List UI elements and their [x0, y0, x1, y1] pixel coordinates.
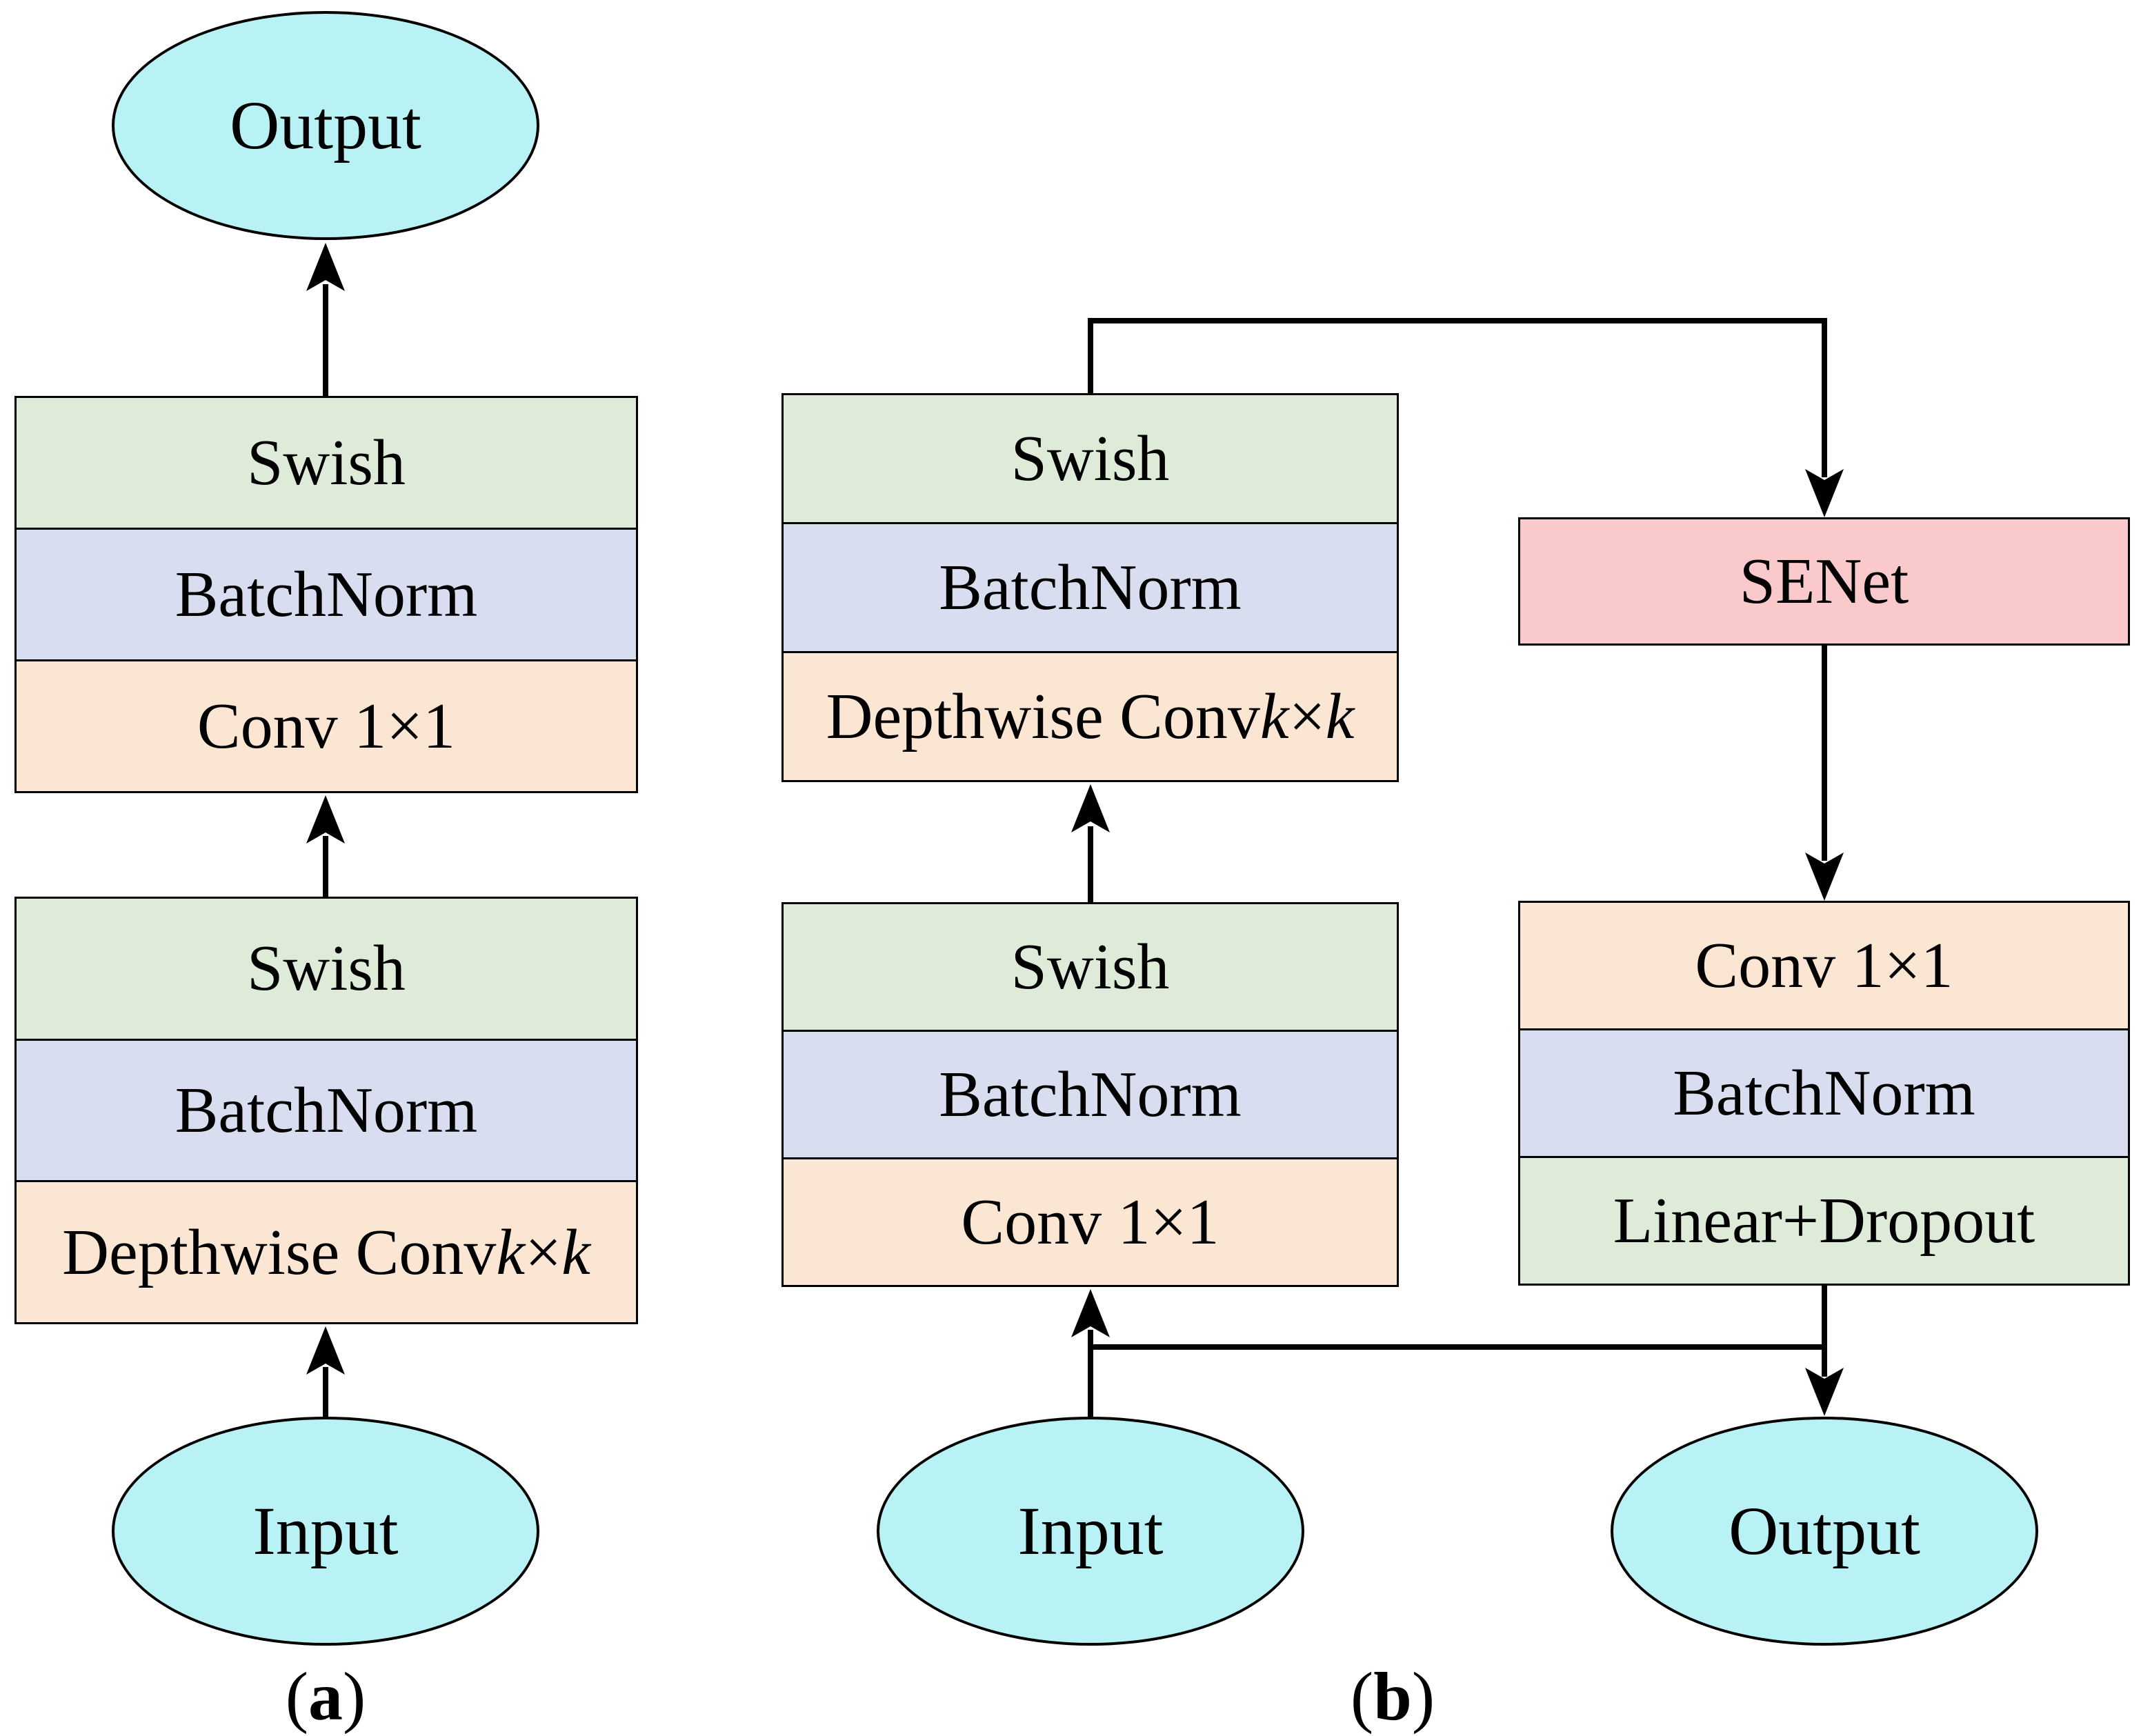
b-senet-box: SENet — [1518, 517, 2130, 646]
b-senet-label: SENet — [1739, 546, 1909, 617]
a-lower-row-swish: Swish — [17, 899, 636, 1039]
a-caption: (a) — [285, 1658, 366, 1735]
b-right-stack: Conv 1×1 BatchNorm Linear+Dropout — [1518, 901, 2130, 1286]
a-arrow-stack1-to-output-head — [306, 243, 345, 291]
b-right-row-linear-dropout: Linear+Dropout — [1520, 1156, 2128, 1284]
b-lower-row-batchnorm: BatchNorm — [784, 1030, 1397, 1157]
a-lower-row-batchnorm: BatchNorm — [17, 1038, 636, 1181]
b-arrow-right-to-output-head — [1805, 1368, 1844, 1416]
b-output-label: Output — [1729, 1493, 1920, 1569]
b-right-row-batchnorm: BatchNorm — [1520, 1028, 2128, 1156]
b-upper-row-depthwise-conv: Depthwise Conv k×k — [784, 651, 1397, 780]
b-upper-row-batchnorm: BatchNorm — [784, 522, 1397, 651]
b-lower-stack: Swish BatchNorm Conv 1×1 — [781, 902, 1399, 1287]
b-arrow-senet-to-right-head — [1805, 852, 1844, 901]
a-upper-row-batchnorm: BatchNorm — [17, 528, 636, 659]
a-arrow-input-to-stack2-head — [306, 1326, 345, 1375]
b-arrow-lower-to-upper-head — [1071, 784, 1110, 832]
a-input-ellipse: Input — [112, 1417, 539, 1646]
b-arrow-input-to-lower-head — [1071, 1289, 1110, 1337]
a-lower-row-depthwise-conv: Depthwise Conv k×k — [17, 1180, 636, 1323]
b-upper-row-swish: Swish — [784, 395, 1397, 522]
b-output-ellipse: Output — [1611, 1417, 2038, 1646]
b-connector-upper-to-senet-head — [1805, 469, 1844, 517]
b-input-ellipse: Input — [877, 1417, 1304, 1646]
a-upper-stack: Swish BatchNorm Conv 1×1 — [14, 396, 638, 793]
a-input-label: Input — [252, 1493, 399, 1569]
a-output-label: Output — [230, 87, 421, 163]
b-input-label: Input — [1017, 1493, 1164, 1569]
a-upper-row-swish: Swish — [17, 398, 636, 528]
a-arrow-stack2-to-stack1-head — [306, 795, 345, 844]
a-lower-stack: Swish BatchNorm Depthwise Conv k×k — [14, 897, 638, 1324]
a-upper-row-conv1x1: Conv 1×1 — [17, 659, 636, 791]
b-connector-upper-to-senet-line — [1088, 318, 1827, 477]
b-lower-row-swish: Swish — [784, 904, 1397, 1030]
a-output-ellipse: Output — [112, 11, 539, 240]
b-lower-row-conv1x1: Conv 1×1 — [784, 1157, 1397, 1285]
b-caption: (b) — [1350, 1658, 1435, 1735]
b-upper-stack: Swish BatchNorm Depthwise Conv k×k — [781, 393, 1399, 782]
b-right-row-conv1x1: Conv 1×1 — [1520, 903, 2128, 1028]
